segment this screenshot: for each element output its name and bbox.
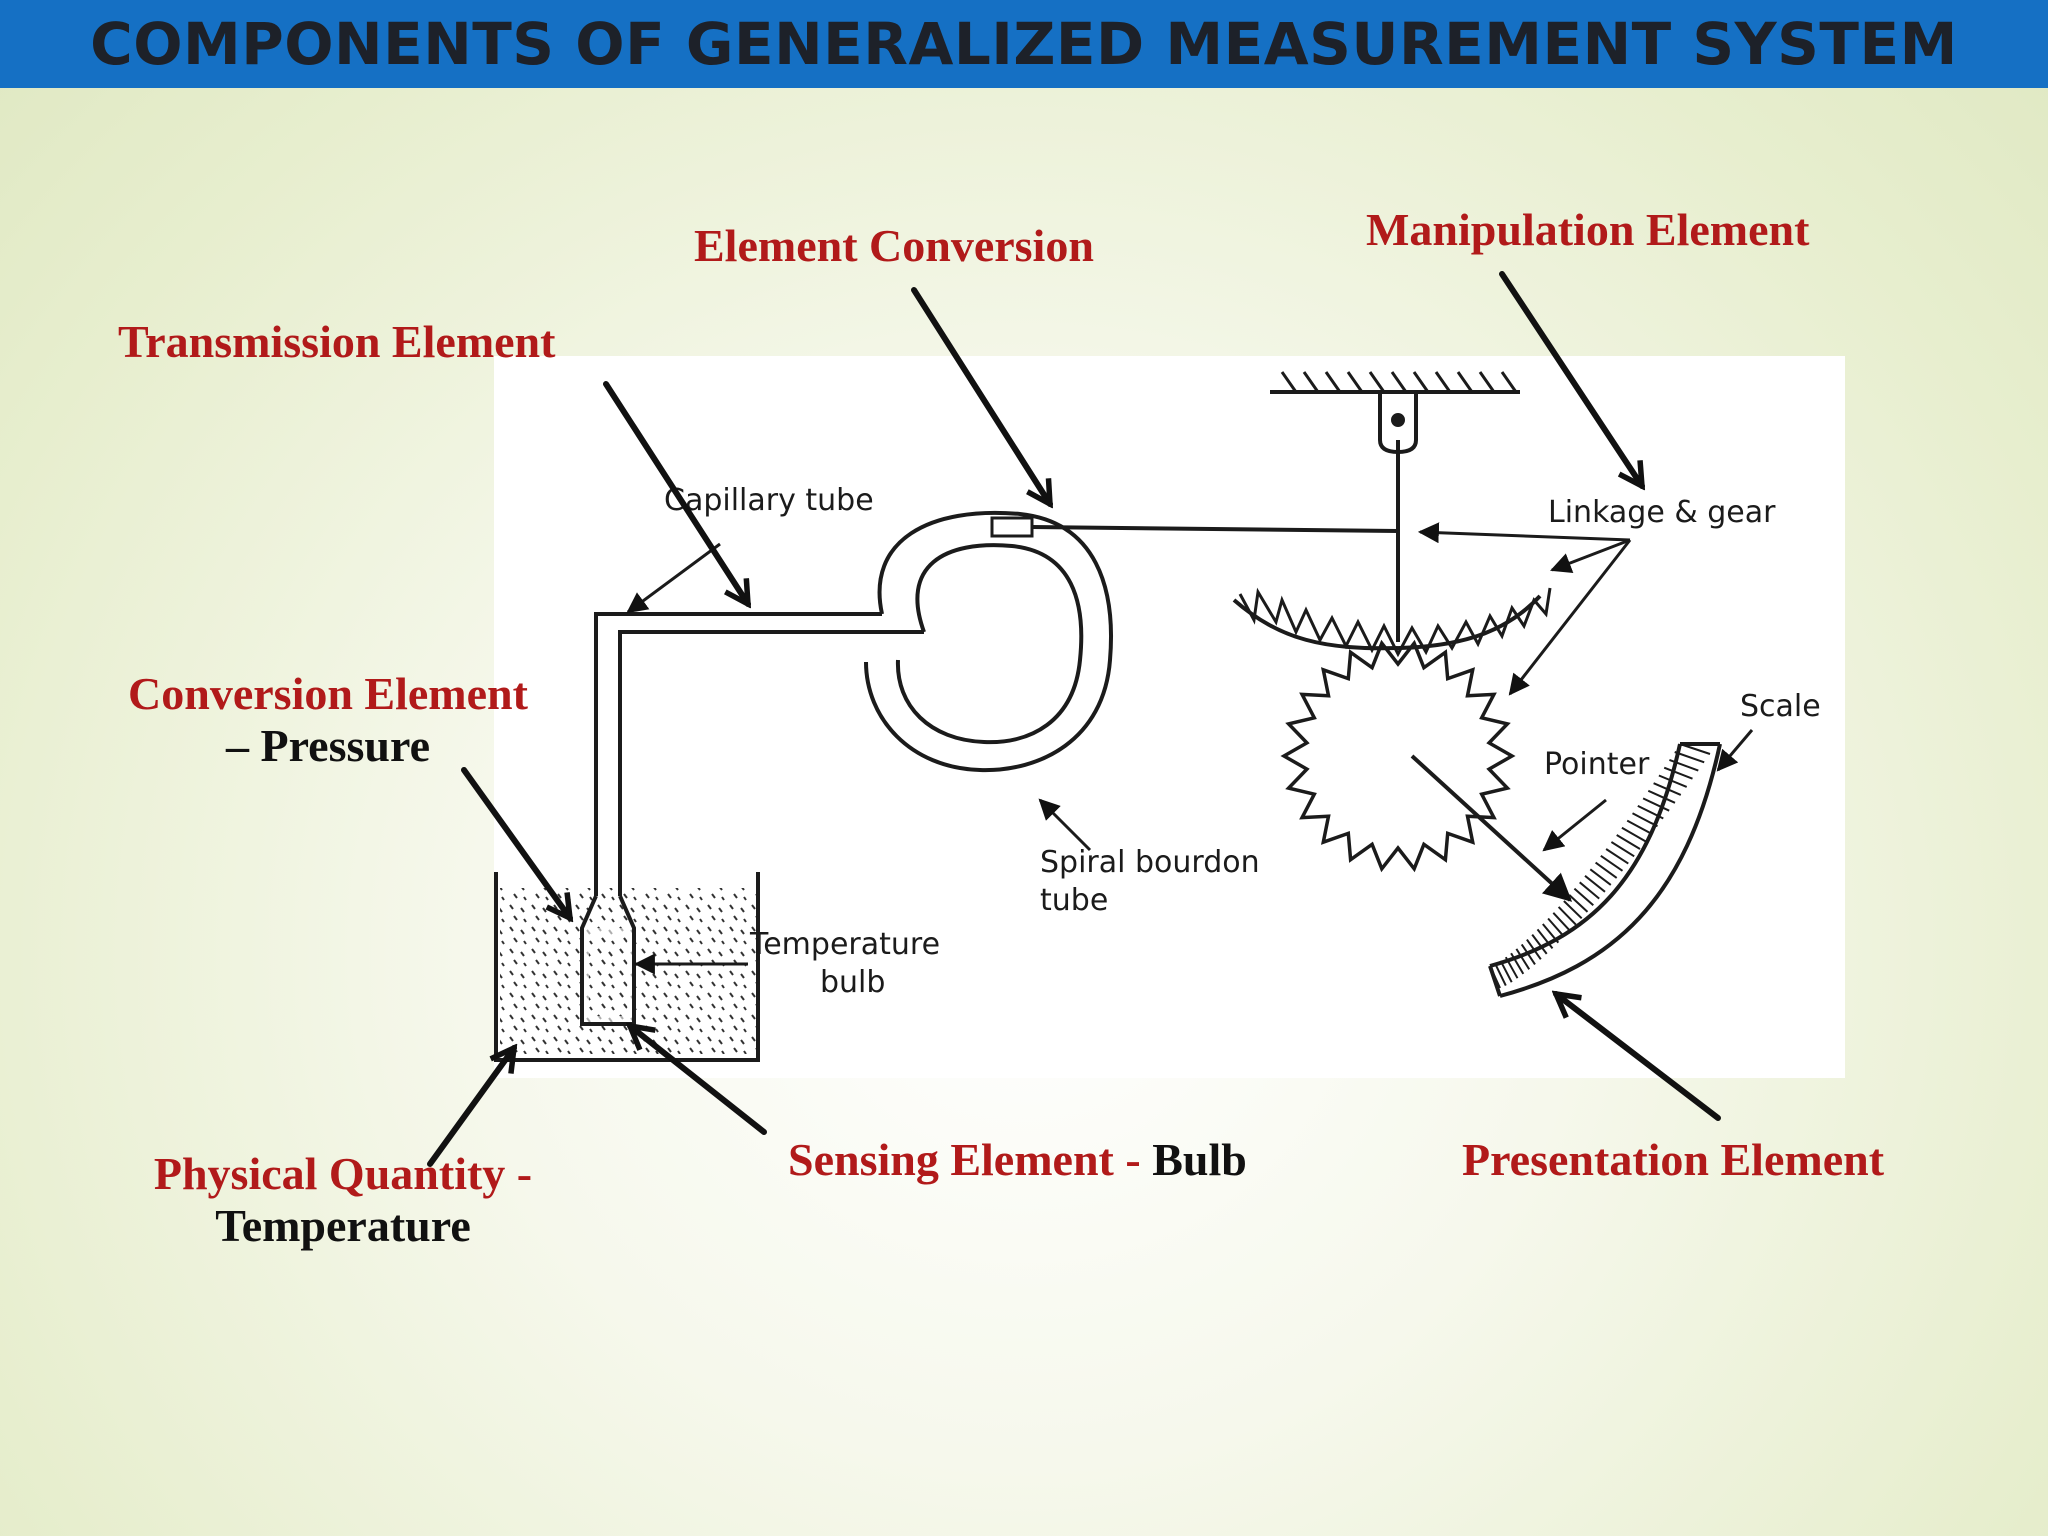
label-conversion-element: Conversion Element bbox=[128, 668, 528, 719]
arrow-conversion-element bbox=[461, 767, 570, 918]
linkage-gear-label: Linkage & gear bbox=[1548, 495, 1776, 530]
arrow-sensing-element bbox=[630, 1026, 767, 1135]
label-physical-quantity: Physical Quantity - bbox=[153, 1148, 533, 1199]
spiral-bourdon-tube bbox=[864, 510, 1113, 773]
pointer-label: Pointer bbox=[1544, 747, 1650, 782]
pointer bbox=[1410, 754, 1573, 902]
linkage-rod bbox=[1031, 440, 1400, 642]
sketch-leader-lines bbox=[626, 522, 1754, 975]
temperature-bulb-label-2: bulb bbox=[820, 965, 885, 1000]
capillary-tube-label: Capillary tube bbox=[664, 483, 874, 518]
label-conversion-element-group: Conversion Element – Pressure bbox=[110, 668, 546, 771]
arrow-presentation-element bbox=[1556, 994, 1721, 1121]
sector-gear bbox=[1232, 587, 1552, 658]
arrow-transmission-element bbox=[603, 381, 748, 604]
pinion-gear bbox=[1280, 639, 1516, 873]
label-manipulation-element: Manipulation Element bbox=[1366, 204, 1810, 255]
label-physical-quantity-sub: Temperature bbox=[215, 1199, 471, 1251]
slide-header: COMPONENTS OF GENERALIZED MEASUREMENT SY… bbox=[0, 0, 2048, 88]
arrow-manipulation-element bbox=[1499, 271, 1642, 486]
label-presentation-element: Presentation Element bbox=[1462, 1134, 1885, 1185]
scale-label: Scale bbox=[1740, 689, 1821, 724]
label-transmission-element: Transmission Element bbox=[118, 316, 556, 367]
ceiling-support bbox=[1270, 371, 1520, 455]
temperature-bulb-label-1: Temperature bbox=[749, 927, 940, 962]
capillary-tube bbox=[594, 612, 924, 896]
slide-title: COMPONENTS OF GENERALIZED MEASUREMENT SY… bbox=[90, 10, 1958, 78]
curved-scale bbox=[1488, 742, 1722, 998]
label-physical-quantity-group: Physical Quantity - Temperature bbox=[118, 1148, 568, 1251]
temperature-bulb bbox=[580, 895, 636, 1026]
arrow-element-conversion bbox=[911, 287, 1050, 504]
spiral-bourdon-label-1: Spiral bourdon bbox=[1040, 845, 1260, 880]
spiral-bourdon-label-2: tube bbox=[1040, 883, 1108, 918]
label-sensing-element: Sensing Element - bbox=[788, 1134, 1141, 1185]
label-sensing-element-group: Sensing Element - Bulb bbox=[788, 1134, 1247, 1186]
arrow-physical-quantity bbox=[427, 1048, 514, 1167]
label-conversion-element-sub: – Pressure bbox=[226, 719, 430, 771]
callout-arrows bbox=[427, 271, 1721, 1167]
label-element-conversion: Element Conversion bbox=[694, 220, 1094, 271]
label-sensing-element-sub: Bulb bbox=[1152, 1134, 1247, 1185]
